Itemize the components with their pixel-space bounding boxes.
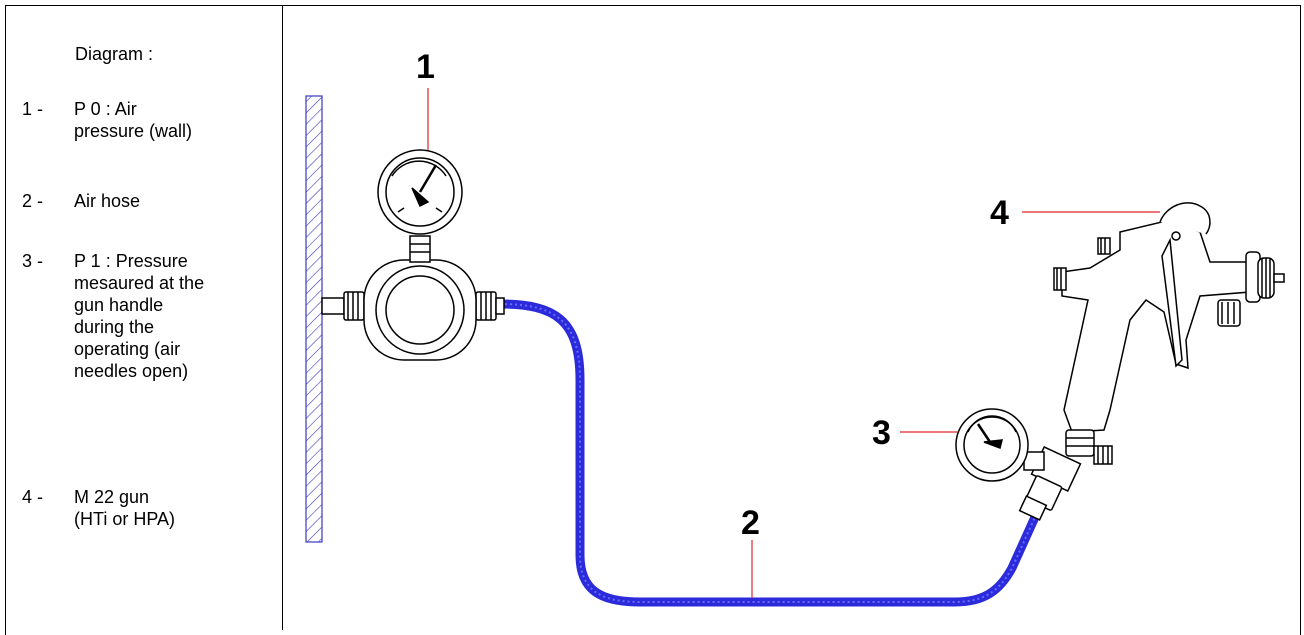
- wall: [305, 95, 323, 543]
- legend-item-number: 1 -: [22, 99, 44, 119]
- callout-1: 1: [416, 48, 435, 86]
- legend-item-text: P 1 : Pressure mesaured at the gun handl…: [74, 251, 205, 381]
- legend-item-number: 2 -: [22, 191, 44, 211]
- legend-title: Diagram :: [75, 44, 154, 64]
- diagram-frame: [5, 5, 1301, 635]
- pressure-gauge-p0: [377, 149, 463, 235]
- callout-3: 3: [872, 414, 891, 452]
- spray-gun: [1018, 202, 1285, 521]
- legend-item-text: P 0 : Air pressure (wall): [74, 99, 193, 141]
- wall-regulator: [321, 235, 505, 361]
- legend-item-number: 4 -: [22, 487, 44, 507]
- pressure-gauge-p1: [955, 408, 1045, 482]
- legend-item-text: M 22 gun (HTi or HPA): [74, 487, 175, 529]
- callout-2: 2: [741, 504, 760, 542]
- callout-4: 4: [990, 194, 1009, 232]
- legend-item-text: Air hose: [74, 191, 141, 211]
- legend-item-number: 3 -: [22, 251, 44, 271]
- callouts: 1 2 3 4: [416, 48, 1160, 598]
- legend-divider: [282, 5, 283, 630]
